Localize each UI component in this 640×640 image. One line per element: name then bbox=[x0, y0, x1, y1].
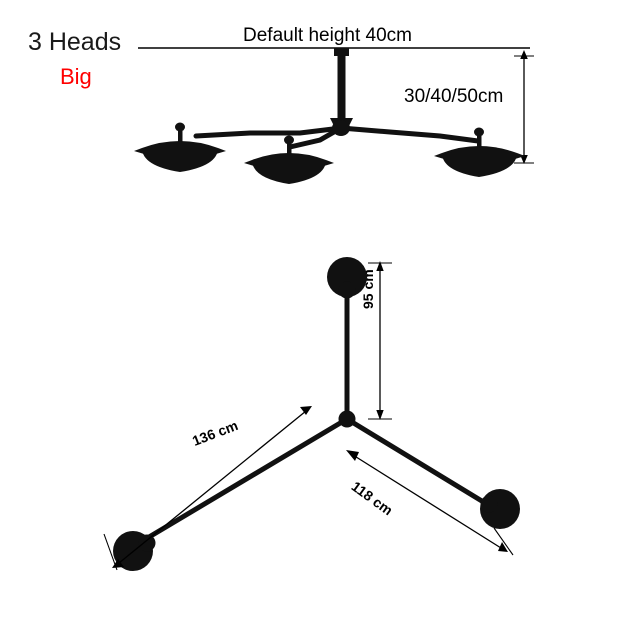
arm-right-side bbox=[338, 125, 481, 144]
dimension-118 bbox=[346, 450, 514, 556]
arm-hub-side bbox=[332, 120, 350, 136]
default-height-label: Default height 40cm bbox=[243, 25, 412, 46]
height-range-label: 30/40/50cm bbox=[404, 86, 504, 107]
shade-left-side bbox=[134, 122, 226, 172]
ceiling-plate bbox=[334, 48, 349, 56]
shade-north-plan bbox=[327, 257, 367, 299]
dimension-95 bbox=[368, 261, 392, 420]
center-hub-plan bbox=[338, 410, 356, 428]
shade-middle-side bbox=[244, 135, 334, 184]
size-label: Big bbox=[60, 64, 92, 89]
shade-right-side bbox=[434, 127, 525, 177]
heads-count-label: 3 Heads bbox=[28, 28, 122, 56]
arm-left-side bbox=[193, 125, 344, 139]
arm-southeast-plan bbox=[344, 416, 498, 512]
drop-rod bbox=[337, 56, 346, 120]
shade-southeast-plan bbox=[480, 489, 520, 529]
height-dimension-arrow-top bbox=[520, 50, 528, 59]
dimension-136 bbox=[103, 406, 312, 571]
arm-southwest-plan bbox=[136, 416, 350, 546]
height-dimension-arrow-bottom bbox=[520, 155, 528, 164]
